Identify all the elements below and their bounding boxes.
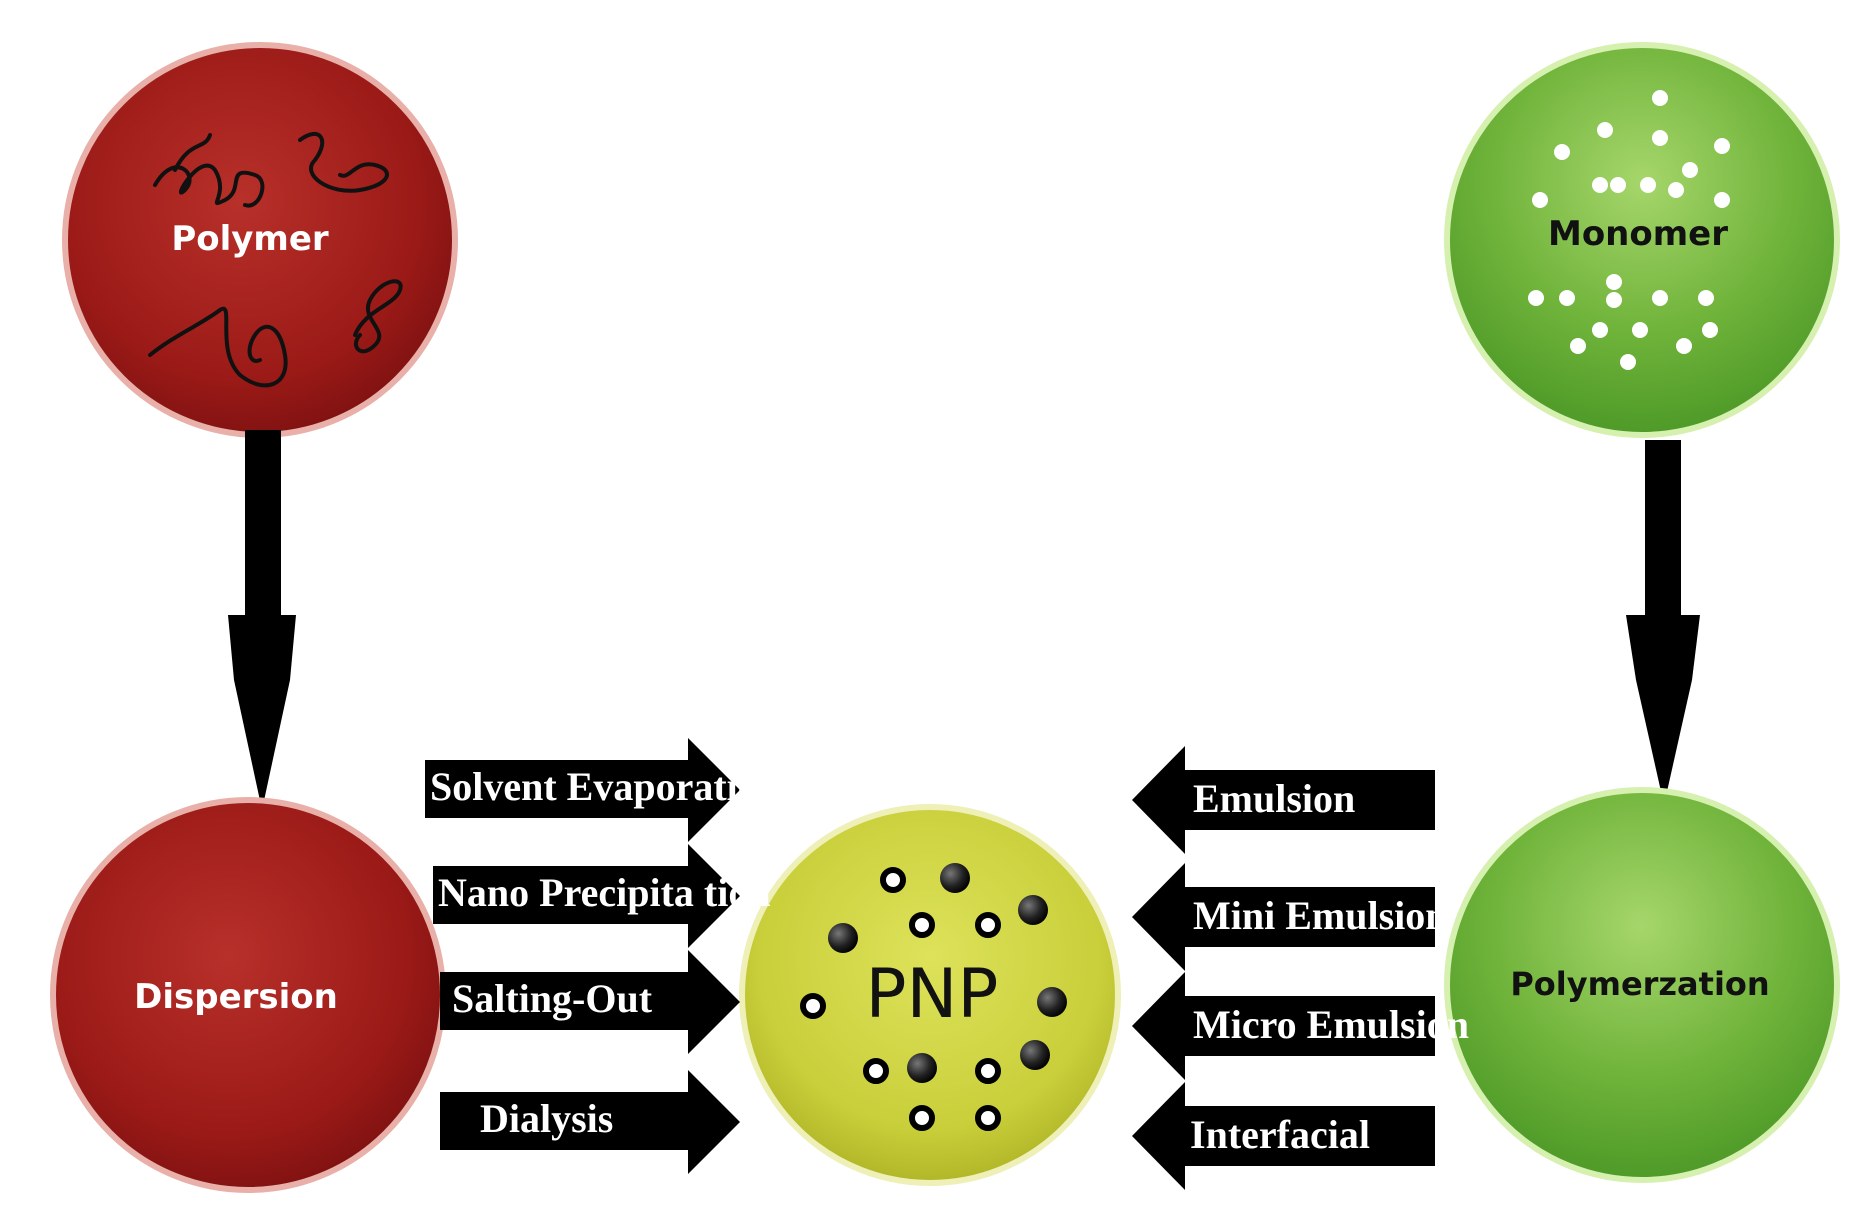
- polymer-node: Polymer: [62, 42, 458, 438]
- method-arrow-left: Mini Emulsion: [1132, 863, 1448, 971]
- method-arrow-right: Dialysis: [440, 1070, 740, 1174]
- monomer-node: Monomer: [1444, 42, 1840, 438]
- method-label: Solvent Evaporation: [430, 764, 780, 809]
- monomer-dots-icon: [1528, 90, 1730, 370]
- nanoparticles-icon: [800, 863, 1067, 1131]
- polymerization-node: Polymerzation: [1444, 787, 1840, 1183]
- method-label: Mini Emulsion: [1193, 893, 1448, 938]
- polymerization-methods: Emulsion Mini Emulsion Micro Emulsion In…: [1132, 746, 1469, 1190]
- dispersion-methods: Solvent Evaporation Nano Precipita tion …: [425, 738, 780, 1174]
- method-label: Micro Emulsion: [1193, 1002, 1469, 1047]
- method-arrow-right: Salting-Out: [440, 950, 740, 1054]
- method-arrow-left: Micro Emulsion: [1132, 972, 1469, 1080]
- method-label: Salting-Out: [452, 976, 653, 1021]
- method-arrow-right: Nano Precipita tion: [433, 844, 771, 948]
- polymer-label: Polymer: [171, 219, 329, 259]
- method-arrow-left: Emulsion: [1132, 746, 1435, 854]
- method-arrow-right: Solvent Evaporation: [425, 738, 780, 842]
- arrow-polymer-to-dispersion: [228, 430, 296, 810]
- method-label: Nano Precipita tion: [438, 870, 771, 915]
- pnp-node: PNP: [739, 804, 1121, 1186]
- method-label: Emulsion: [1193, 776, 1355, 821]
- method-arrow-left: Interfacial: [1132, 1082, 1435, 1190]
- method-label: Interfacial: [1190, 1112, 1370, 1157]
- arrow-monomer-to-polymerization: [1626, 440, 1700, 805]
- dispersion-node: Dispersion: [50, 797, 446, 1193]
- monomer-label: Monomer: [1548, 214, 1728, 254]
- polymer-chains-icon: [148, 132, 403, 388]
- dispersion-label: Dispersion: [134, 977, 338, 1017]
- method-label: Dialysis: [480, 1096, 613, 1141]
- pnp-label: PNP: [866, 955, 999, 1034]
- polymerization-label: Polymerzation: [1510, 965, 1769, 1003]
